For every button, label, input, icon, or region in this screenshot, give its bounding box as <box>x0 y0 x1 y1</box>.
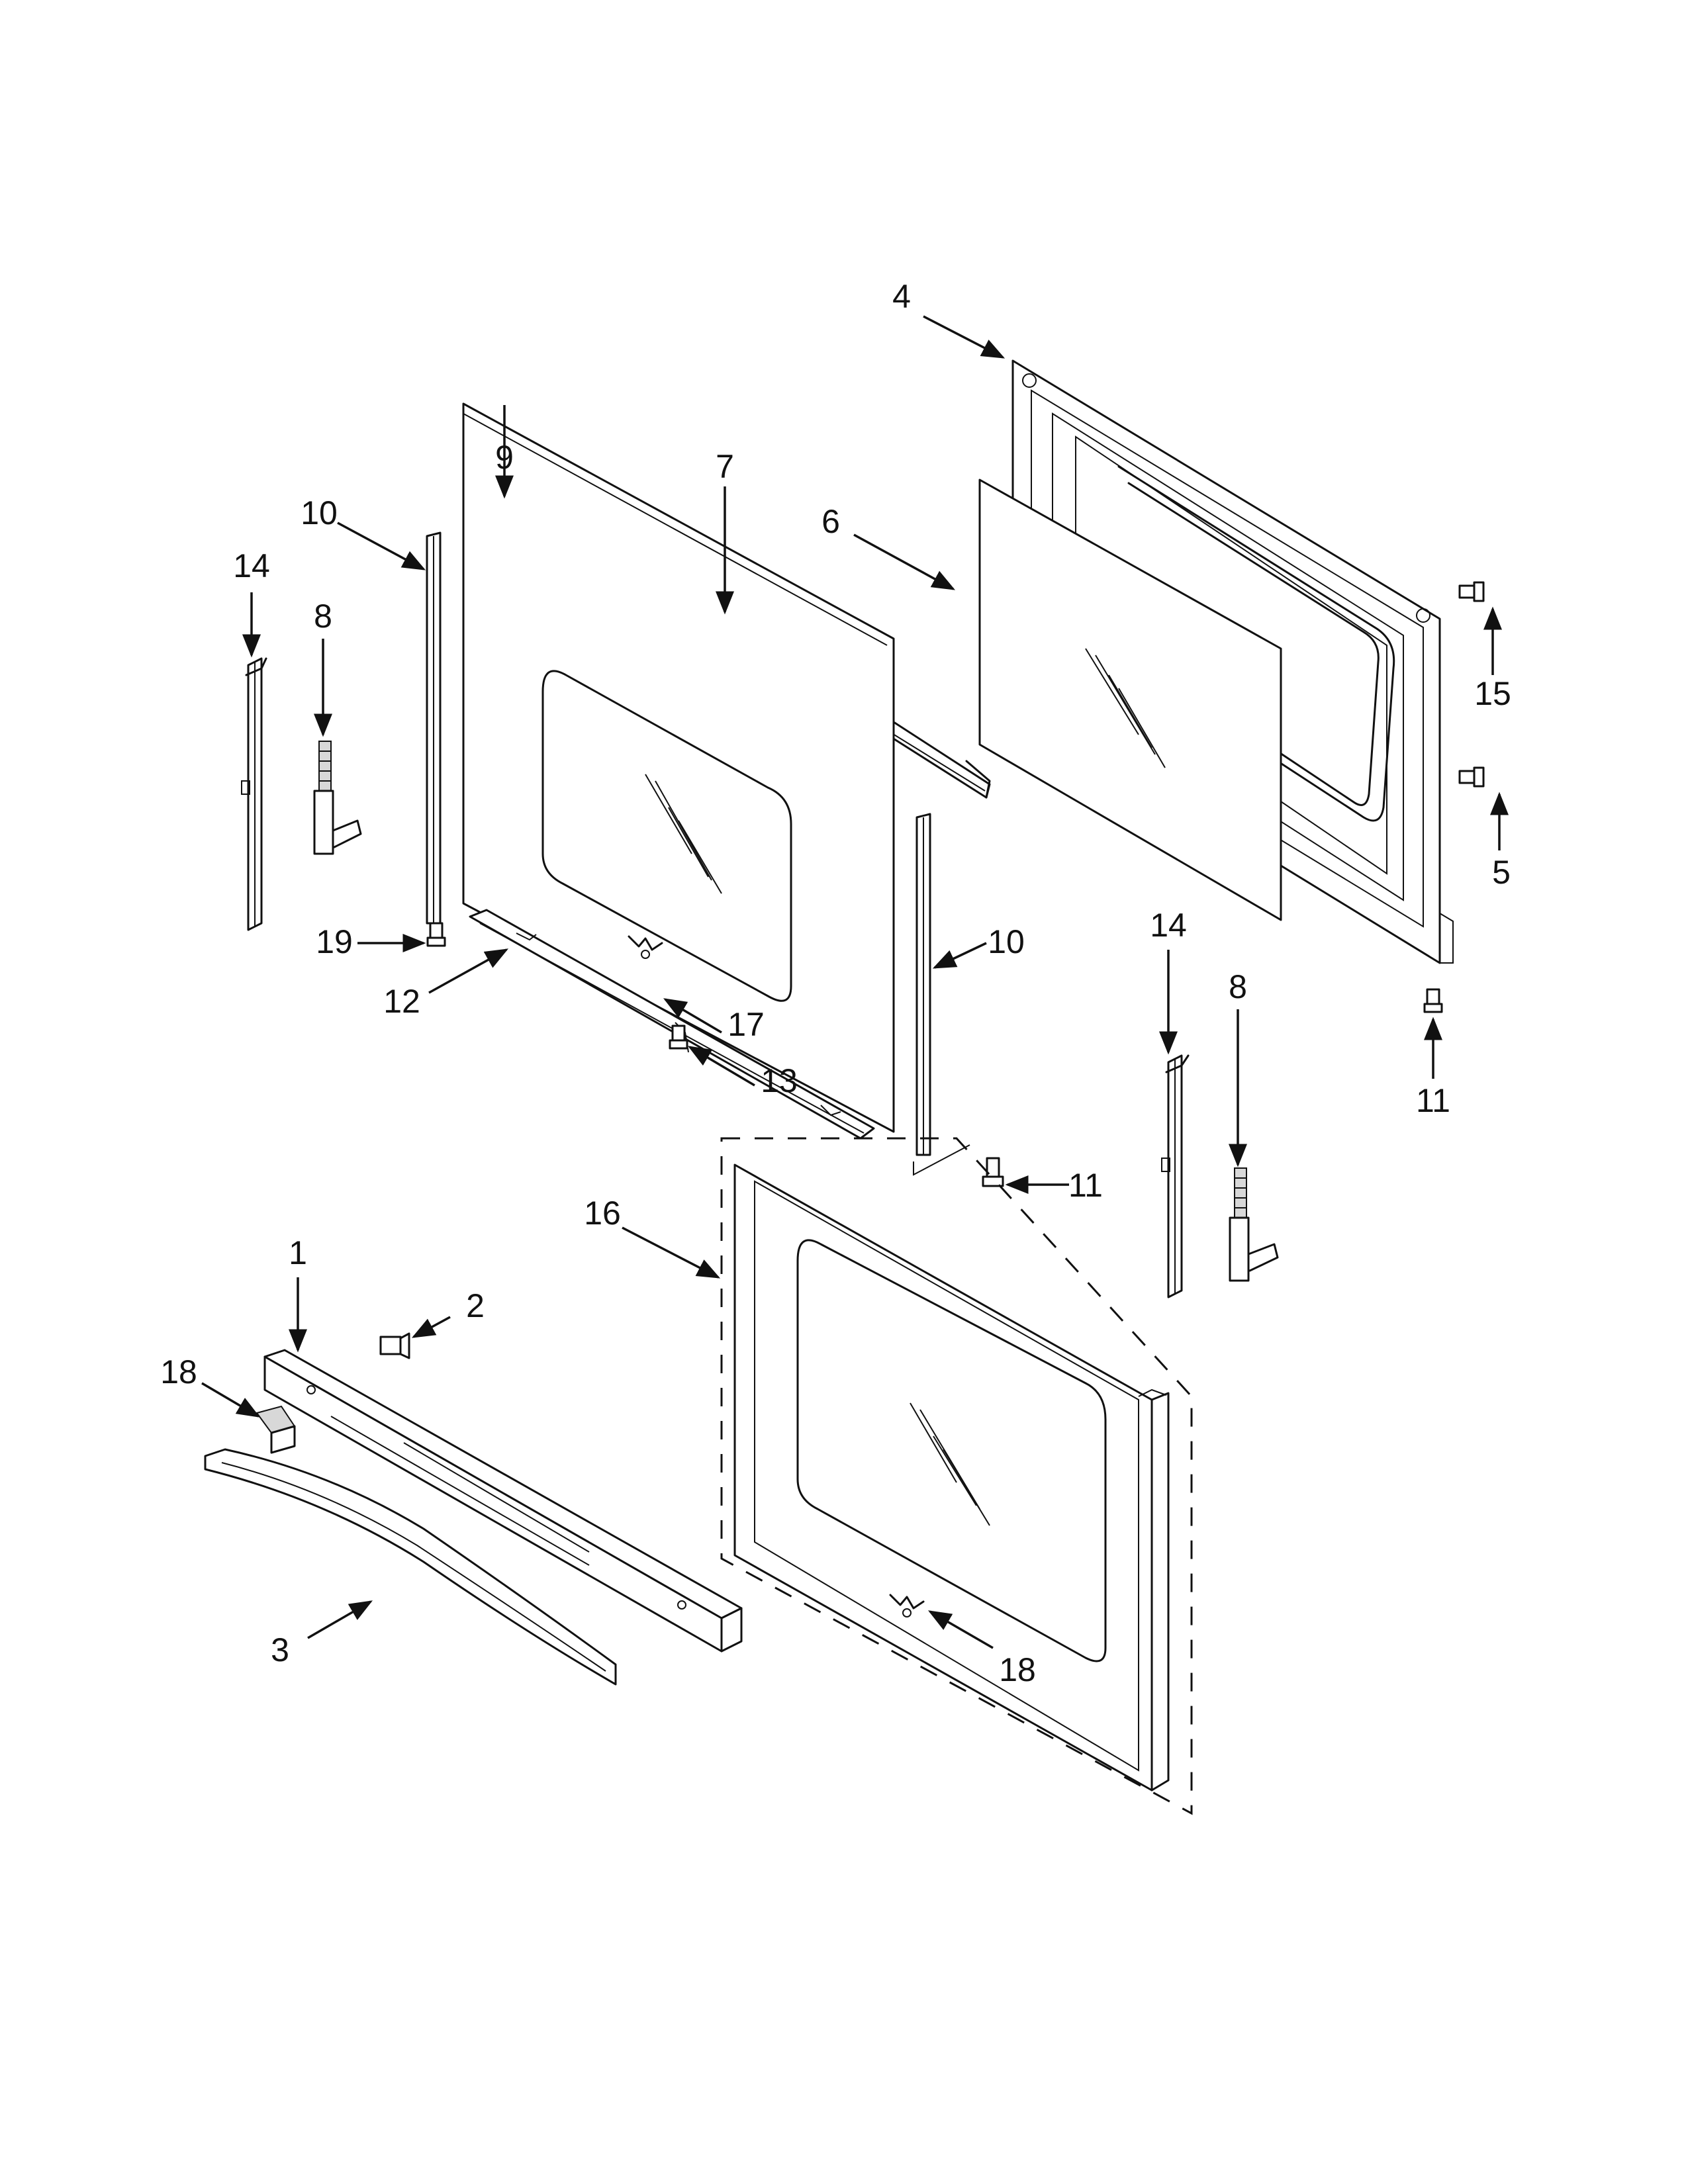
callout-5: 5 <box>1492 854 1511 891</box>
callout-10-left: 10 <box>301 494 338 531</box>
part-13-screw <box>669 1024 688 1050</box>
callout-11-lower: 11 <box>1068 1167 1103 1204</box>
part-14-hinge-receiver-right <box>1161 1054 1190 1298</box>
part-11-screw-right <box>1423 988 1443 1013</box>
part-17-end-cap <box>256 1405 296 1454</box>
part-19-screw <box>426 922 446 947</box>
callout-13: 13 <box>761 1062 798 1099</box>
part-15-screw <box>1458 581 1485 602</box>
callout-19: 19 <box>316 923 353 960</box>
callout-9: 9 <box>495 439 514 476</box>
callout-1: 1 <box>289 1234 307 1271</box>
part-11-screw-lower <box>982 1157 1004 1187</box>
part-6-inner-glass <box>978 478 1282 921</box>
callout-2: 2 <box>466 1287 485 1324</box>
callout-15: 15 <box>1474 675 1511 712</box>
callout-16: 16 <box>584 1195 621 1232</box>
callout-10-right: 10 <box>988 923 1025 960</box>
part-10-side-trim-left <box>426 531 442 925</box>
callout-6: 6 <box>821 503 840 540</box>
callout-labels: 4 9 7 6 10 14 8 15 5 19 12 17 13 10 14 8… <box>160 278 1511 1688</box>
callout-7: 7 <box>716 448 734 485</box>
callout-8-right: 8 <box>1229 968 1247 1005</box>
callout-14-left: 14 <box>233 547 270 584</box>
callout-11-right: 11 <box>1416 1082 1450 1119</box>
part-8-hinge-right <box>1229 1167 1279 1282</box>
part-8-hinge-left <box>313 741 362 855</box>
callout-8-left: 8 <box>314 598 332 635</box>
callout-18-upper: 17 <box>727 1006 765 1043</box>
part-1-handle-bracket <box>263 1349 743 1653</box>
part-5-screw <box>1458 766 1485 788</box>
part-2-screw <box>379 1332 410 1359</box>
callout-17: 18 <box>160 1353 197 1390</box>
callout-12: 12 <box>383 983 420 1020</box>
part-9-outer-glass <box>462 402 895 1133</box>
callout-3: 3 <box>271 1631 289 1668</box>
callout-18-lower: 18 <box>999 1651 1036 1688</box>
part-3-door-handle <box>204 1448 617 1686</box>
callout-14-right: 14 <box>1150 907 1187 944</box>
whirlpool-logo-lower <box>889 1594 925 1617</box>
callout-4: 4 <box>892 278 911 315</box>
part-14-hinge-receiver-left <box>241 657 267 931</box>
leaders <box>201 315 1509 1649</box>
whirlpool-logo-upper <box>628 935 663 959</box>
part-16-outer-door-frame <box>720 1137 1193 1815</box>
part-10-side-trim-right <box>913 813 970 1176</box>
